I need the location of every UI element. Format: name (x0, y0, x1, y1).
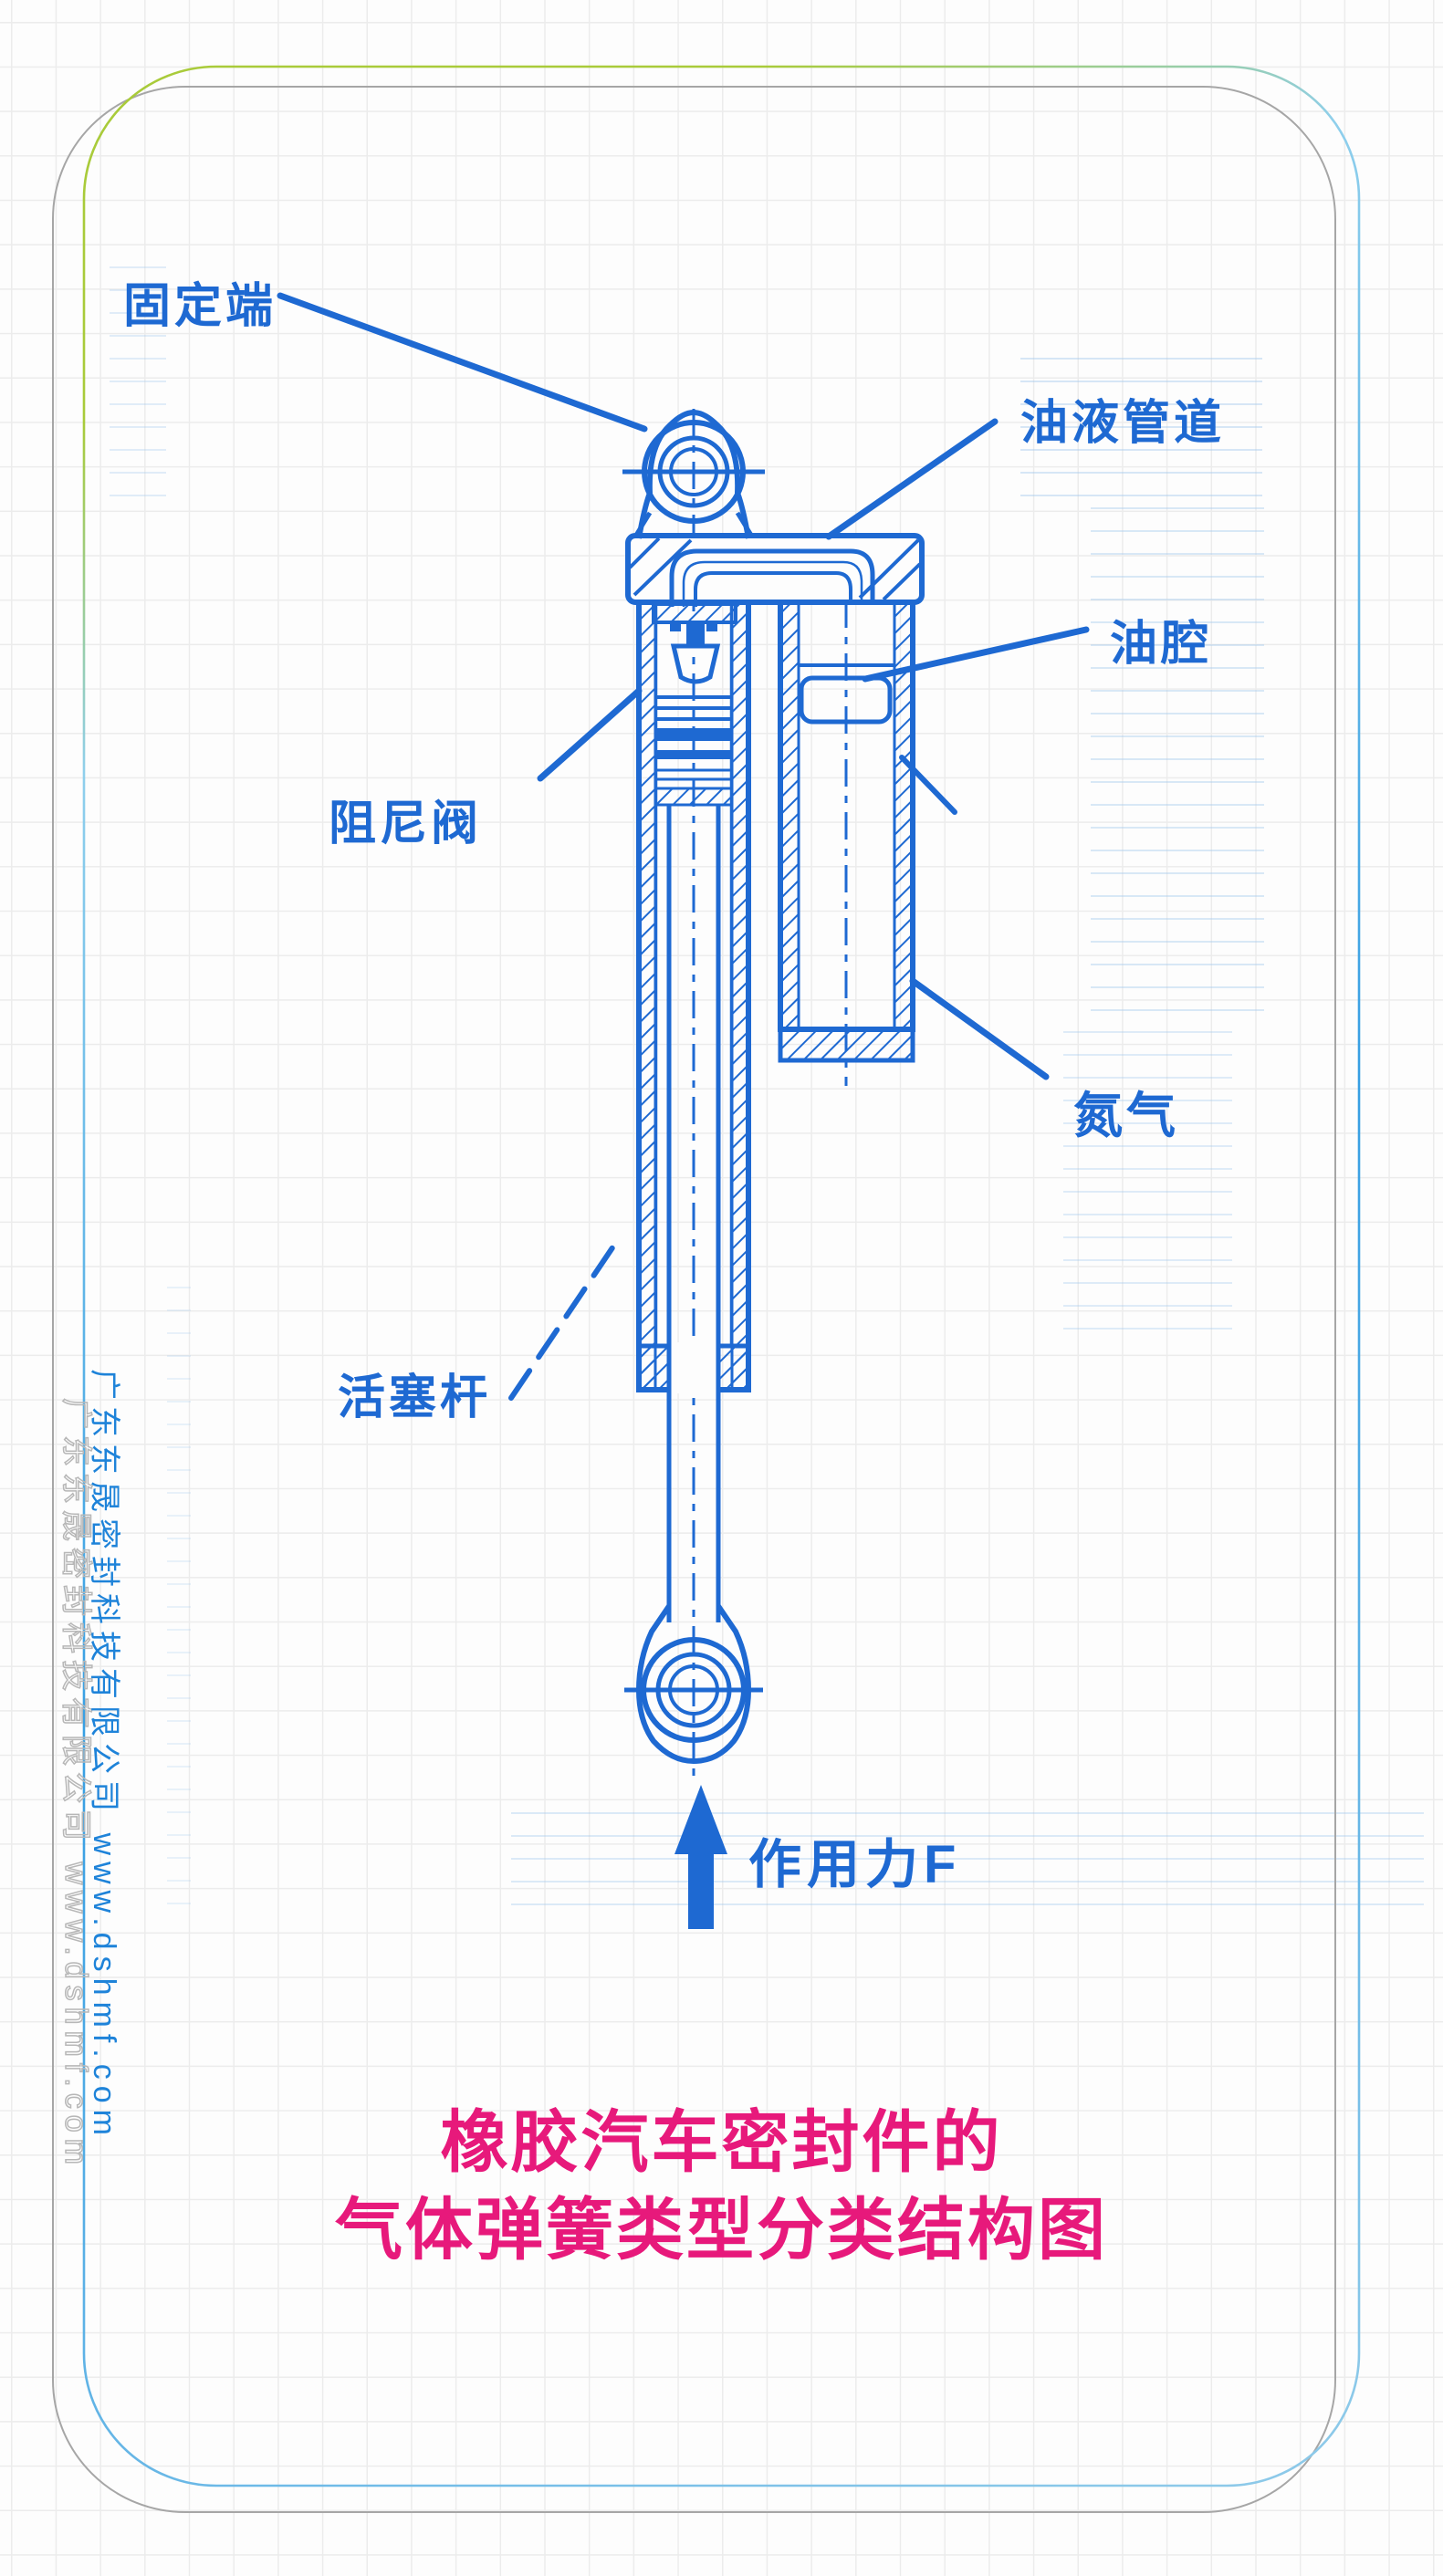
label-oil-pipeline: 油液管道 (1020, 397, 1226, 450)
piston-rod-lines (666, 805, 721, 1622)
company-watermark: 广东东晟密封科技有限公司 www.dshmf.com (87, 1369, 121, 2142)
piston-band (654, 787, 734, 807)
leader-damping-valve (537, 687, 643, 782)
oil-channel-mid (682, 560, 863, 607)
top-eye-ring (622, 409, 765, 539)
leader-lines (277, 292, 1090, 1401)
label-nitrogen: 氮气 (1073, 1089, 1179, 1143)
frame-border (52, 65, 1361, 2513)
page-title-line2: 气体弹簧类型分类结构图 (335, 2192, 1108, 2268)
leader-piston-rod (508, 1238, 620, 1401)
shock-absorber-assembly (277, 292, 1090, 1929)
damping-valve-assembly (652, 602, 737, 807)
bottom-eye-ring (624, 1604, 763, 1765)
leader-stub (899, 755, 957, 815)
label-oil-chamber: 油腔 (1110, 618, 1213, 671)
label-piston-rod: 活塞杆 (338, 1371, 492, 1424)
leader-fixed-end (277, 292, 648, 433)
force-arrow (674, 1785, 727, 1929)
leader-oil-chamber (862, 626, 1090, 683)
floating-piston (799, 675, 893, 725)
label-damping-valve: 阻尼阀 (329, 798, 483, 850)
top-cap-block (625, 511, 925, 607)
reservoir-cylinder (778, 589, 915, 1063)
label-fixed-end: 固定端 (123, 280, 277, 333)
oil-channel-inner (694, 571, 852, 607)
leader-nitrogen (909, 977, 1050, 1080)
label-applied-force: 作用力F (748, 1835, 962, 1894)
oil-channel-outer (669, 548, 875, 607)
leader-oil-pipeline (825, 418, 999, 540)
page-title-line1: 橡胶汽车密封件的 (440, 2104, 1003, 2180)
